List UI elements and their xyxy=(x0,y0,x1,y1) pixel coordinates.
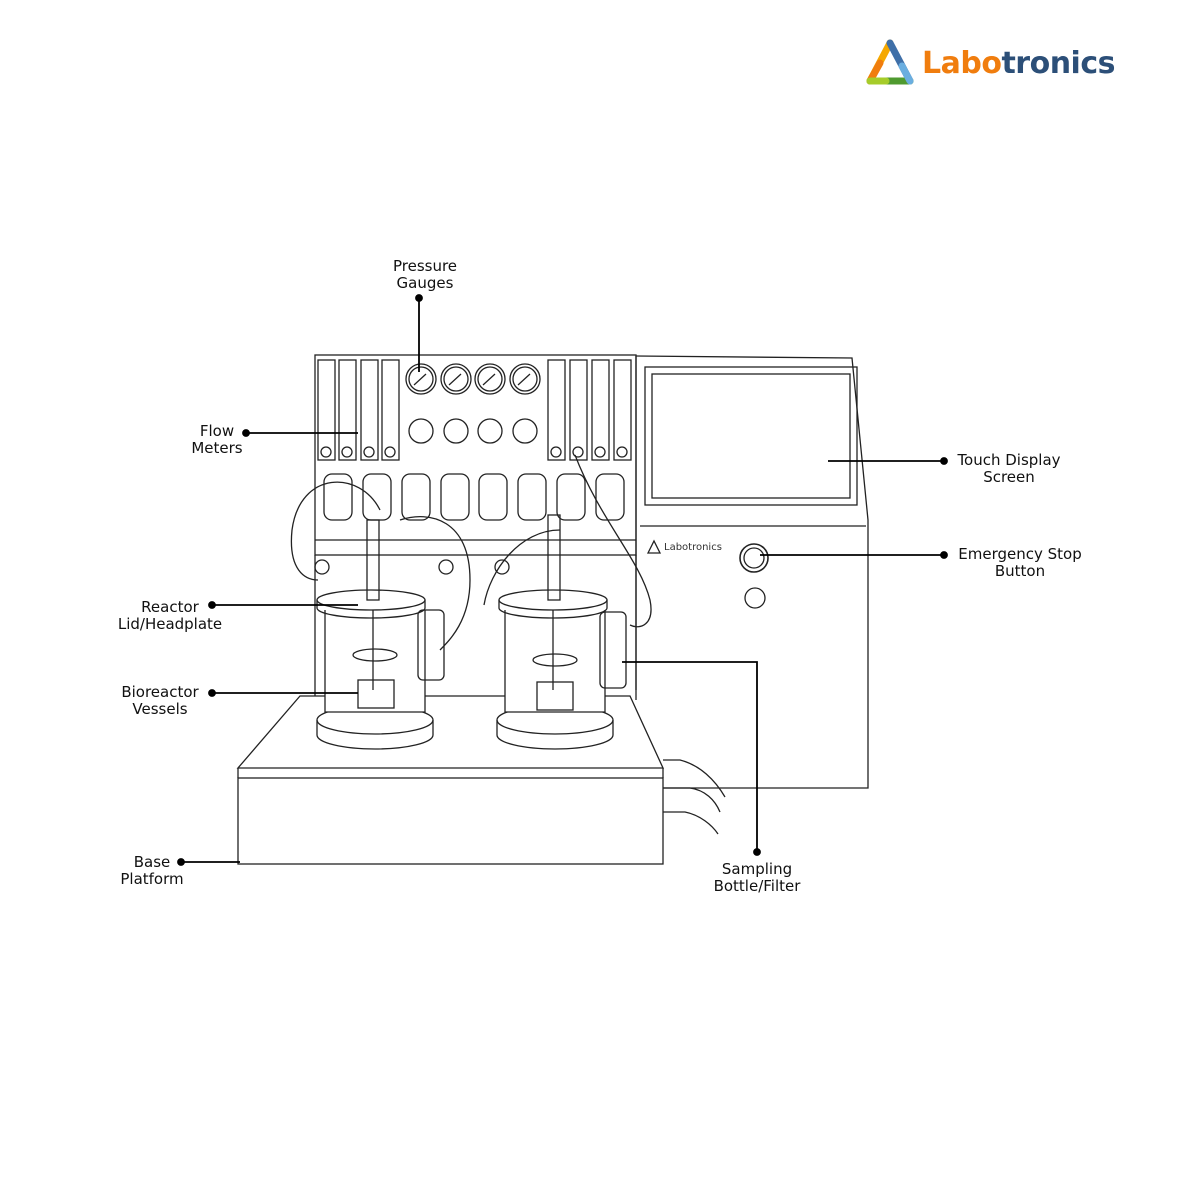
logo-text-labo: Labo xyxy=(922,45,1002,81)
label-line: Pressure xyxy=(392,257,458,275)
device-brand-label: Labotronics xyxy=(664,542,722,553)
label-line: Vessels xyxy=(132,700,188,718)
emergency-stop-button[interactable] xyxy=(739,543,769,573)
base-platform xyxy=(236,695,726,865)
label-line: Gauges xyxy=(396,274,454,292)
label-pressure-gauges: Pressure Gauges xyxy=(365,258,485,292)
label-line: Bottle/Filter xyxy=(713,877,801,895)
label-line: Touch Display xyxy=(957,451,1061,469)
secondary-button[interactable] xyxy=(744,587,766,609)
brand-triangle-icon xyxy=(646,539,662,554)
bioreactor-vessel-right xyxy=(483,454,652,750)
triangle-logo-icon xyxy=(866,39,914,85)
gas-panel xyxy=(314,354,637,700)
label-sampling-bottle: Sampling Bottle/Filter xyxy=(692,861,822,895)
control-unit xyxy=(635,355,869,789)
label-emergency-stop: Emergency Stop Button xyxy=(945,546,1095,580)
callout-lines xyxy=(177,294,948,866)
label-line: Lid/Headplate xyxy=(117,615,223,633)
labotronics-logo: Labotronics xyxy=(864,38,1115,88)
label-base-platform: Base Platform xyxy=(102,854,202,888)
label-touch-display: Touch Display Screen xyxy=(944,452,1074,486)
label-line: Sampling xyxy=(721,860,793,878)
touch-display-screen[interactable] xyxy=(644,366,858,506)
label-line: Screen xyxy=(983,468,1035,486)
pump-heads xyxy=(323,473,625,521)
label-line: Platform xyxy=(120,870,184,888)
logo-text-tronics: tronics xyxy=(1001,45,1115,81)
label-line: Emergency Stop xyxy=(958,545,1082,563)
label-line: Reactor xyxy=(141,598,199,616)
flow-meters xyxy=(317,359,632,461)
label-line: Bioreactor xyxy=(121,683,199,701)
label-flow-meters: Flow Meters xyxy=(177,423,257,457)
label-line: Base xyxy=(133,853,171,871)
pressure-gauges xyxy=(405,363,541,444)
label-line: Button xyxy=(994,562,1046,580)
label-line: Flow xyxy=(199,422,235,440)
label-reactor-lid: Reactor Lid/Headplate xyxy=(100,599,240,633)
label-bioreactor-vessels: Bioreactor Vessels xyxy=(100,684,220,718)
label-line: Meters xyxy=(191,439,243,457)
